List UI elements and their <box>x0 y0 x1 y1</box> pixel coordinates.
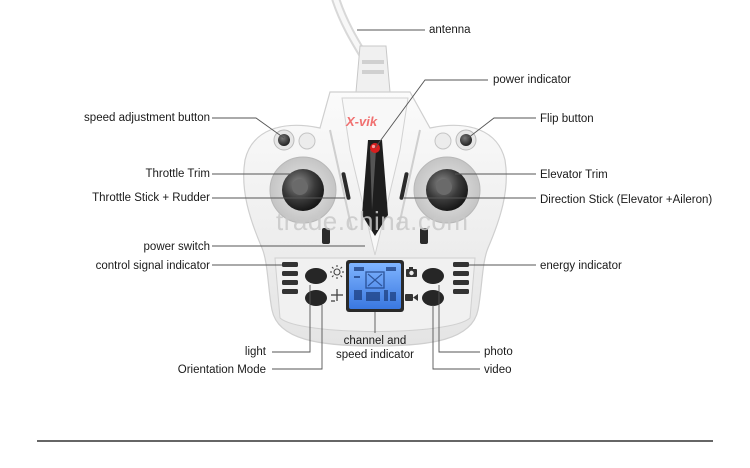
sun-icon <box>330 265 344 279</box>
label-photo: photo <box>484 346 513 358</box>
label-flip-button: Flip button <box>540 113 594 125</box>
label-channel-speed-line2: speed indicator <box>336 349 414 361</box>
label-elevator-trim: Elevator Trim <box>540 169 608 181</box>
flip-button[interactable] <box>434 129 477 151</box>
brand-logo: X-vik <box>345 114 378 129</box>
video-camera-icon <box>405 294 418 301</box>
direction-stick[interactable] <box>413 156 481 224</box>
label-throttle-stick-rudder: Throttle Stick + Rudder <box>92 192 210 204</box>
crosshair-icon <box>331 289 343 302</box>
video-button[interactable] <box>422 290 444 306</box>
throttle-trim[interactable] <box>322 172 351 244</box>
camera-icon <box>406 267 417 277</box>
label-control-signal-indicator: control signal indicator <box>95 260 210 272</box>
speed-adjustment-button[interactable] <box>273 129 316 151</box>
label-orientation-mode: Orientation Mode <box>177 364 266 376</box>
control-signal-indicator-grille <box>282 262 298 294</box>
label-power-indicator: power indicator <box>493 74 571 86</box>
label-throttle-trim: Throttle Trim <box>145 168 210 180</box>
energy-indicator-grille <box>453 262 469 294</box>
label-video: video <box>484 364 512 376</box>
lcd-screen <box>346 260 404 312</box>
antenna <box>331 0 391 93</box>
label-channel-speed-line1: channel and <box>343 335 407 347</box>
light-button[interactable] <box>305 268 327 284</box>
label-light: light <box>244 346 266 358</box>
label-antenna: antenna <box>429 24 471 36</box>
label-power-switch: power switch <box>143 241 210 253</box>
orientation-mode-button[interactable] <box>305 290 327 306</box>
photo-button[interactable] <box>422 268 444 284</box>
label-speed-adjustment-button: speed adjustment button <box>84 112 210 124</box>
label-direction-stick: Direction Stick (Elevator +Aileron) <box>540 194 713 206</box>
elevator-trim[interactable] <box>399 172 428 244</box>
watermark: trade.china.com <box>276 206 469 236</box>
label-energy-indicator: energy indicator <box>540 260 622 272</box>
throttle-stick[interactable] <box>269 156 337 224</box>
callout-lines <box>212 29 536 370</box>
